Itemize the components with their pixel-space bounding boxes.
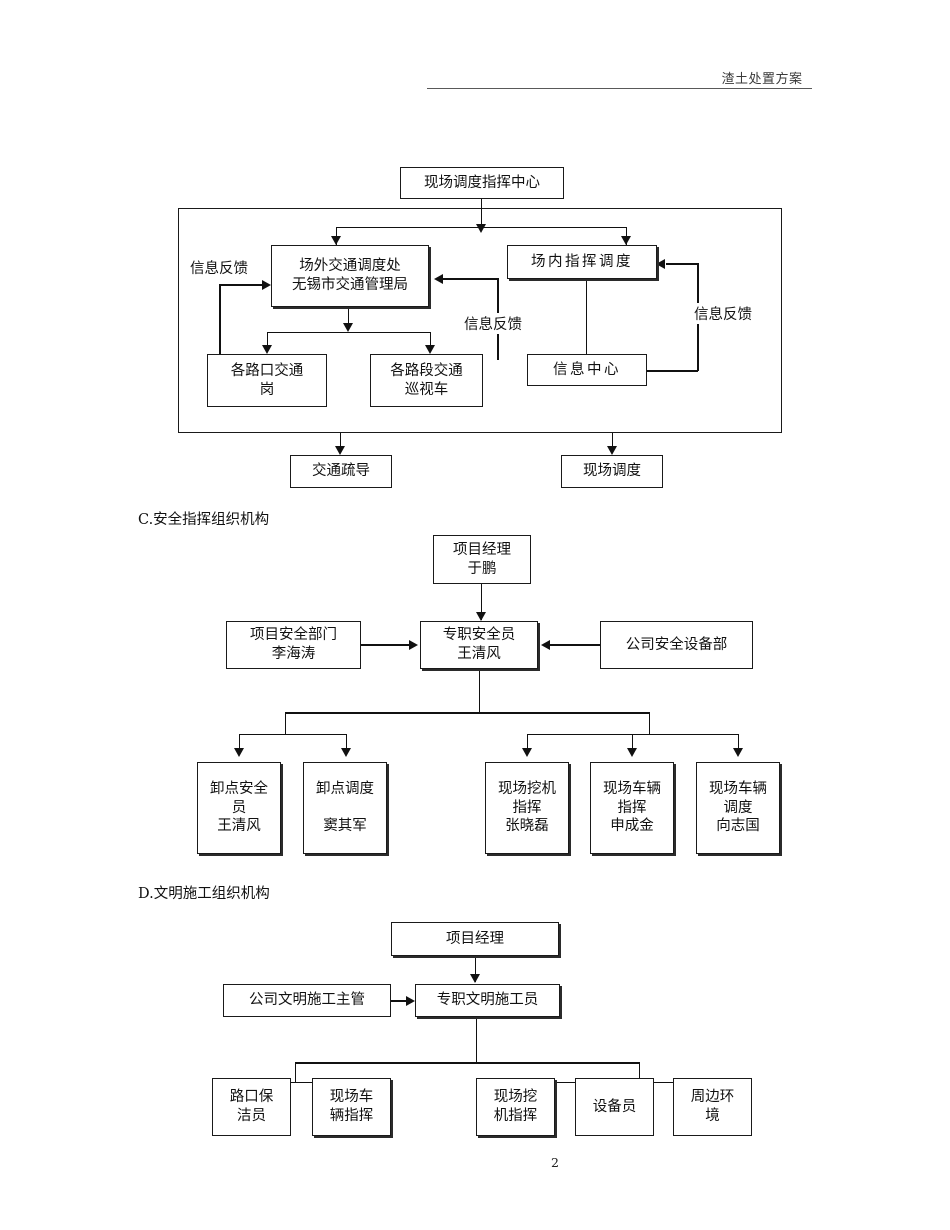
connector-d-officer-down — [476, 1017, 477, 1063]
connector-cc-down — [481, 199, 482, 227]
arrowhead-ot-down — [343, 323, 353, 332]
header-rule — [427, 88, 812, 89]
box-c-leaf-3: 现场挖机 指挥 张晓磊 — [485, 762, 569, 854]
connector-d-level1 — [295, 1062, 640, 1064]
arrowhead-c-leaf2 — [341, 748, 351, 757]
page-number: 2 — [551, 1155, 559, 1170]
arrowhead-c-leaf4 — [627, 748, 637, 757]
arrowhead-d-pm-down — [470, 974, 480, 983]
connector-c-leaf5-v — [738, 734, 739, 753]
connector-feedback-right-h-top — [666, 263, 698, 265]
connector-ot-left-drop — [267, 332, 268, 352]
connector-out-traffic-guidance — [340, 433, 341, 453]
box-company-safety-equipment-dept: 公司安全设备部 — [600, 621, 753, 669]
box-c-leaf-1: 卸点安全 员 王清风 — [197, 762, 281, 854]
label-feedback-left: 信息反馈 — [190, 257, 248, 278]
connector-c-right-bar — [527, 734, 739, 735]
arrowhead-pm-down-c — [476, 612, 486, 621]
connector-ot-down — [348, 307, 349, 329]
flowchart-outer-frame — [178, 208, 782, 433]
arrowhead-d-supervisor-to-officer — [406, 996, 415, 1006]
box-inside-command-dispatch: 场内指挥调度 — [507, 245, 657, 279]
connector-feedback-left-h — [219, 284, 266, 286]
section-heading-d: D.文明施工组织机构 — [138, 886, 270, 902]
label-feedback-mid: 信息反馈 — [464, 313, 522, 334]
box-outside-traffic-dispatch: 场外交通调度处 无锡市交通管理局 — [271, 245, 429, 307]
box-c-leaf-2: 卸点调度 窦其军 — [303, 762, 387, 854]
arrowhead-feedback-left — [262, 280, 271, 290]
box-d-leaf-4: 设备员 — [575, 1078, 654, 1136]
connector-ot-split — [267, 332, 430, 333]
connector-dept-to-officer — [361, 644, 411, 646]
box-info-center: 信息中心 — [527, 354, 647, 386]
connector-c-left-bar — [239, 734, 347, 735]
connector-d-supervisor-to-officer — [391, 1000, 409, 1002]
connector-d-pm-down — [475, 956, 476, 982]
connector-company-to-officer — [549, 644, 600, 646]
box-safety-project-manager: 项目经理 于鹏 — [433, 535, 531, 584]
connector-c-right-drop — [649, 712, 650, 734]
connector-pm-down-c — [481, 584, 482, 620]
box-d-project-manager: 项目经理 — [391, 922, 559, 956]
box-d-leaf-2: 现场车 辆指挥 — [312, 1078, 391, 1136]
arrowhead-company-to-officer — [541, 640, 550, 650]
arrowhead-feedback-right — [656, 259, 665, 269]
arrowhead-outside-traffic — [331, 236, 341, 245]
connector-d-right-drop — [639, 1062, 640, 1082]
connector-feedback-right-h-low — [646, 370, 698, 372]
box-junction-traffic-post: 各路口交通 岗 — [207, 354, 327, 407]
connector-c-level1 — [285, 712, 650, 714]
box-company-civilized-supervisor: 公司文明施工主管 — [223, 984, 391, 1017]
connector-feedback-mid-h — [443, 278, 498, 280]
arrowhead-road-patrol — [425, 345, 435, 354]
connector-cc-split — [336, 227, 626, 228]
arrowhead-c-leaf1 — [234, 748, 244, 757]
header-title: 渣土处置方案 — [721, 72, 803, 87]
connector-out-site-dispatch — [612, 433, 613, 453]
connector-c-leaf3-v — [527, 734, 528, 753]
box-full-time-safety-officer: 专职安全员 王清风 — [420, 621, 538, 669]
box-c-leaf-5: 现场车辆 调度 向志国 — [696, 762, 780, 854]
arrowhead-cc-down — [476, 224, 486, 233]
box-d-leaf-5: 周边环 境 — [673, 1078, 752, 1136]
connector-c-leaf4-v — [632, 734, 633, 753]
arrowhead-inside-command — [621, 236, 631, 245]
section-heading-c: C.安全指挥组织机构 — [138, 512, 270, 528]
box-d-leaf-1: 路口保 洁员 — [212, 1078, 291, 1136]
box-d-leaf-3: 现场挖 机指挥 — [476, 1078, 555, 1136]
connector-feedback-left-v — [219, 284, 221, 362]
arrowhead-dept-to-officer — [409, 640, 418, 650]
arrowhead-site-dispatch — [607, 446, 617, 455]
connector-d-left-drop — [295, 1062, 296, 1082]
connector-c-leaf1-v — [239, 734, 240, 753]
arrowhead-c-leaf5 — [733, 748, 743, 757]
box-road-patrol-vehicle: 各路段交通 巡视车 — [370, 354, 483, 407]
box-site-dispatch: 现场调度 — [561, 455, 663, 488]
box-command-center: 现场调度指挥中心 — [400, 167, 564, 199]
connector-d-left-bar — [251, 1082, 354, 1083]
arrowhead-feedback-mid — [434, 274, 443, 284]
arrowhead-traffic-guidance — [335, 446, 345, 455]
label-feedback-right: 信息反馈 — [694, 303, 752, 324]
connector-ot-right-drop — [430, 332, 431, 352]
box-c-leaf-4: 现场车辆 指挥 申成金 — [590, 762, 674, 854]
box-traffic-guidance: 交通疏导 — [290, 455, 392, 488]
arrowhead-junction-post — [262, 345, 272, 354]
box-project-safety-dept: 项目安全部门 李海涛 — [226, 621, 361, 669]
connector-officer-down — [479, 669, 480, 713]
connector-c-left-drop — [285, 712, 286, 734]
connector-infocenter-up — [586, 279, 587, 355]
connector-c-leaf2-v — [346, 734, 347, 753]
arrowhead-c-leaf3 — [522, 748, 532, 757]
box-full-time-civilized-officer: 专职文明施工员 — [415, 984, 560, 1017]
